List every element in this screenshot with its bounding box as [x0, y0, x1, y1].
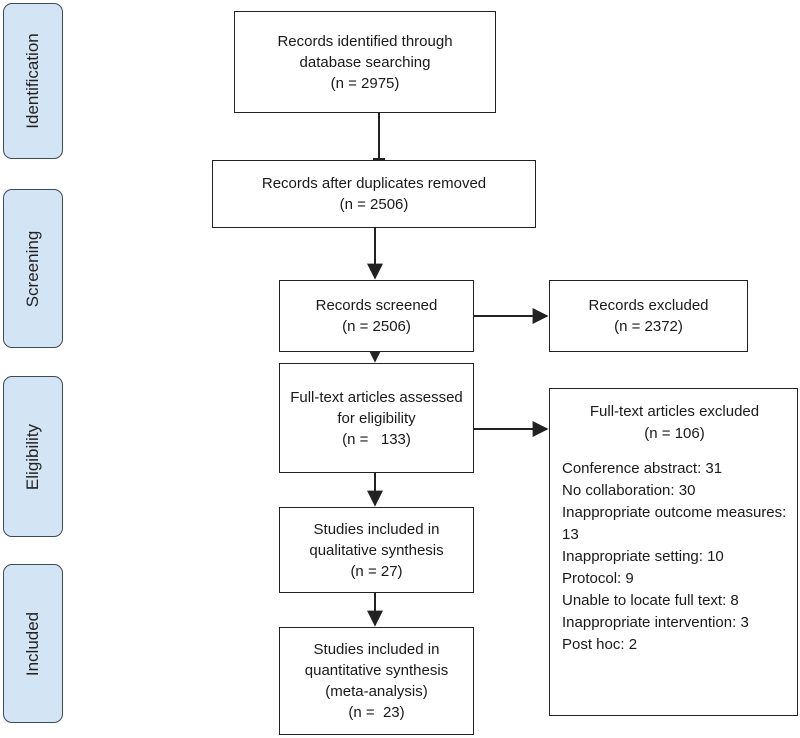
exclusion-reason: Inappropriate outcome measures: 13 — [562, 504, 787, 543]
excluded-label: Records excluded — [588, 297, 709, 314]
records-excluded-box: Records excluded (n = 2372) — [549, 280, 748, 352]
phase-eligibility: Eligibility — [3, 376, 63, 537]
exclusion-reason: Inappropriate setting: 10 — [562, 548, 724, 565]
quantitative-count: (n = 23) — [348, 704, 405, 721]
quantitative-synthesis-box: Studies included in quantitative synthes… — [279, 627, 474, 735]
phase-screening: Screening — [3, 189, 63, 348]
qualitative-line1: Studies included in — [313, 520, 440, 538]
exclusion-reason: Post hoc: 2 — [562, 636, 638, 653]
fulltext-line2: for eligibility — [337, 409, 416, 427]
qualitative-synthesis-box: Studies included in qualitative synthesi… — [279, 507, 474, 593]
records-screened-box: Records screened (n = 2506) — [279, 280, 474, 352]
qualitative-count: (n = 27) — [350, 562, 403, 580]
records-identified-line2: database searching — [299, 53, 431, 71]
fulltext-assessed-box: Full-text articles assessed for eligibil… — [279, 363, 474, 473]
excluded-count: (n = 2372) — [614, 318, 683, 335]
phase-included: Included — [3, 564, 63, 723]
fulltext-excluded-title: Full-text articles excluded — [589, 403, 760, 420]
exclusion-reason: Unable to locate full text: 8 — [562, 592, 739, 609]
exclusion-reason: Inappropriate intervention: 3 — [562, 614, 749, 631]
exclusion-reason: Protocol: 9 — [562, 570, 634, 587]
screened-label: Records screened — [315, 297, 438, 314]
exclusion-reason: Conference abstract: 31 — [562, 460, 723, 477]
exclusion-reason: No collaboration: 30 — [562, 482, 696, 499]
fulltext-excluded-count: (n = 106) — [644, 425, 705, 442]
duplicates-count: (n = 2506) — [339, 196, 409, 213]
fulltext-count: (n = 133) — [342, 430, 411, 448]
fulltext-line1: Full-text articles assessed — [290, 388, 463, 406]
quantitative-line2: quantitative synthesis — [304, 662, 449, 679]
quantitative-line3: (meta-analysis) — [325, 683, 428, 700]
fulltext-excluded-box: Full-text articles excluded (n = 106) Co… — [549, 388, 798, 716]
qualitative-line2: qualitative synthesis — [309, 541, 444, 559]
phase-identification: Identification — [3, 3, 63, 159]
records-identified-line1: Records identified through — [277, 32, 453, 50]
quantitative-line1: Studies included in — [313, 641, 440, 658]
records-identified-count: (n = 2975) — [330, 74, 400, 92]
records-identified-box: Records identified through database sear… — [234, 11, 496, 113]
screened-count: (n = 2506) — [342, 318, 411, 335]
records-after-duplicates-box: Records after duplicates removed (n = 25… — [212, 160, 536, 228]
duplicates-label: Records after duplicates removed — [261, 175, 487, 192]
